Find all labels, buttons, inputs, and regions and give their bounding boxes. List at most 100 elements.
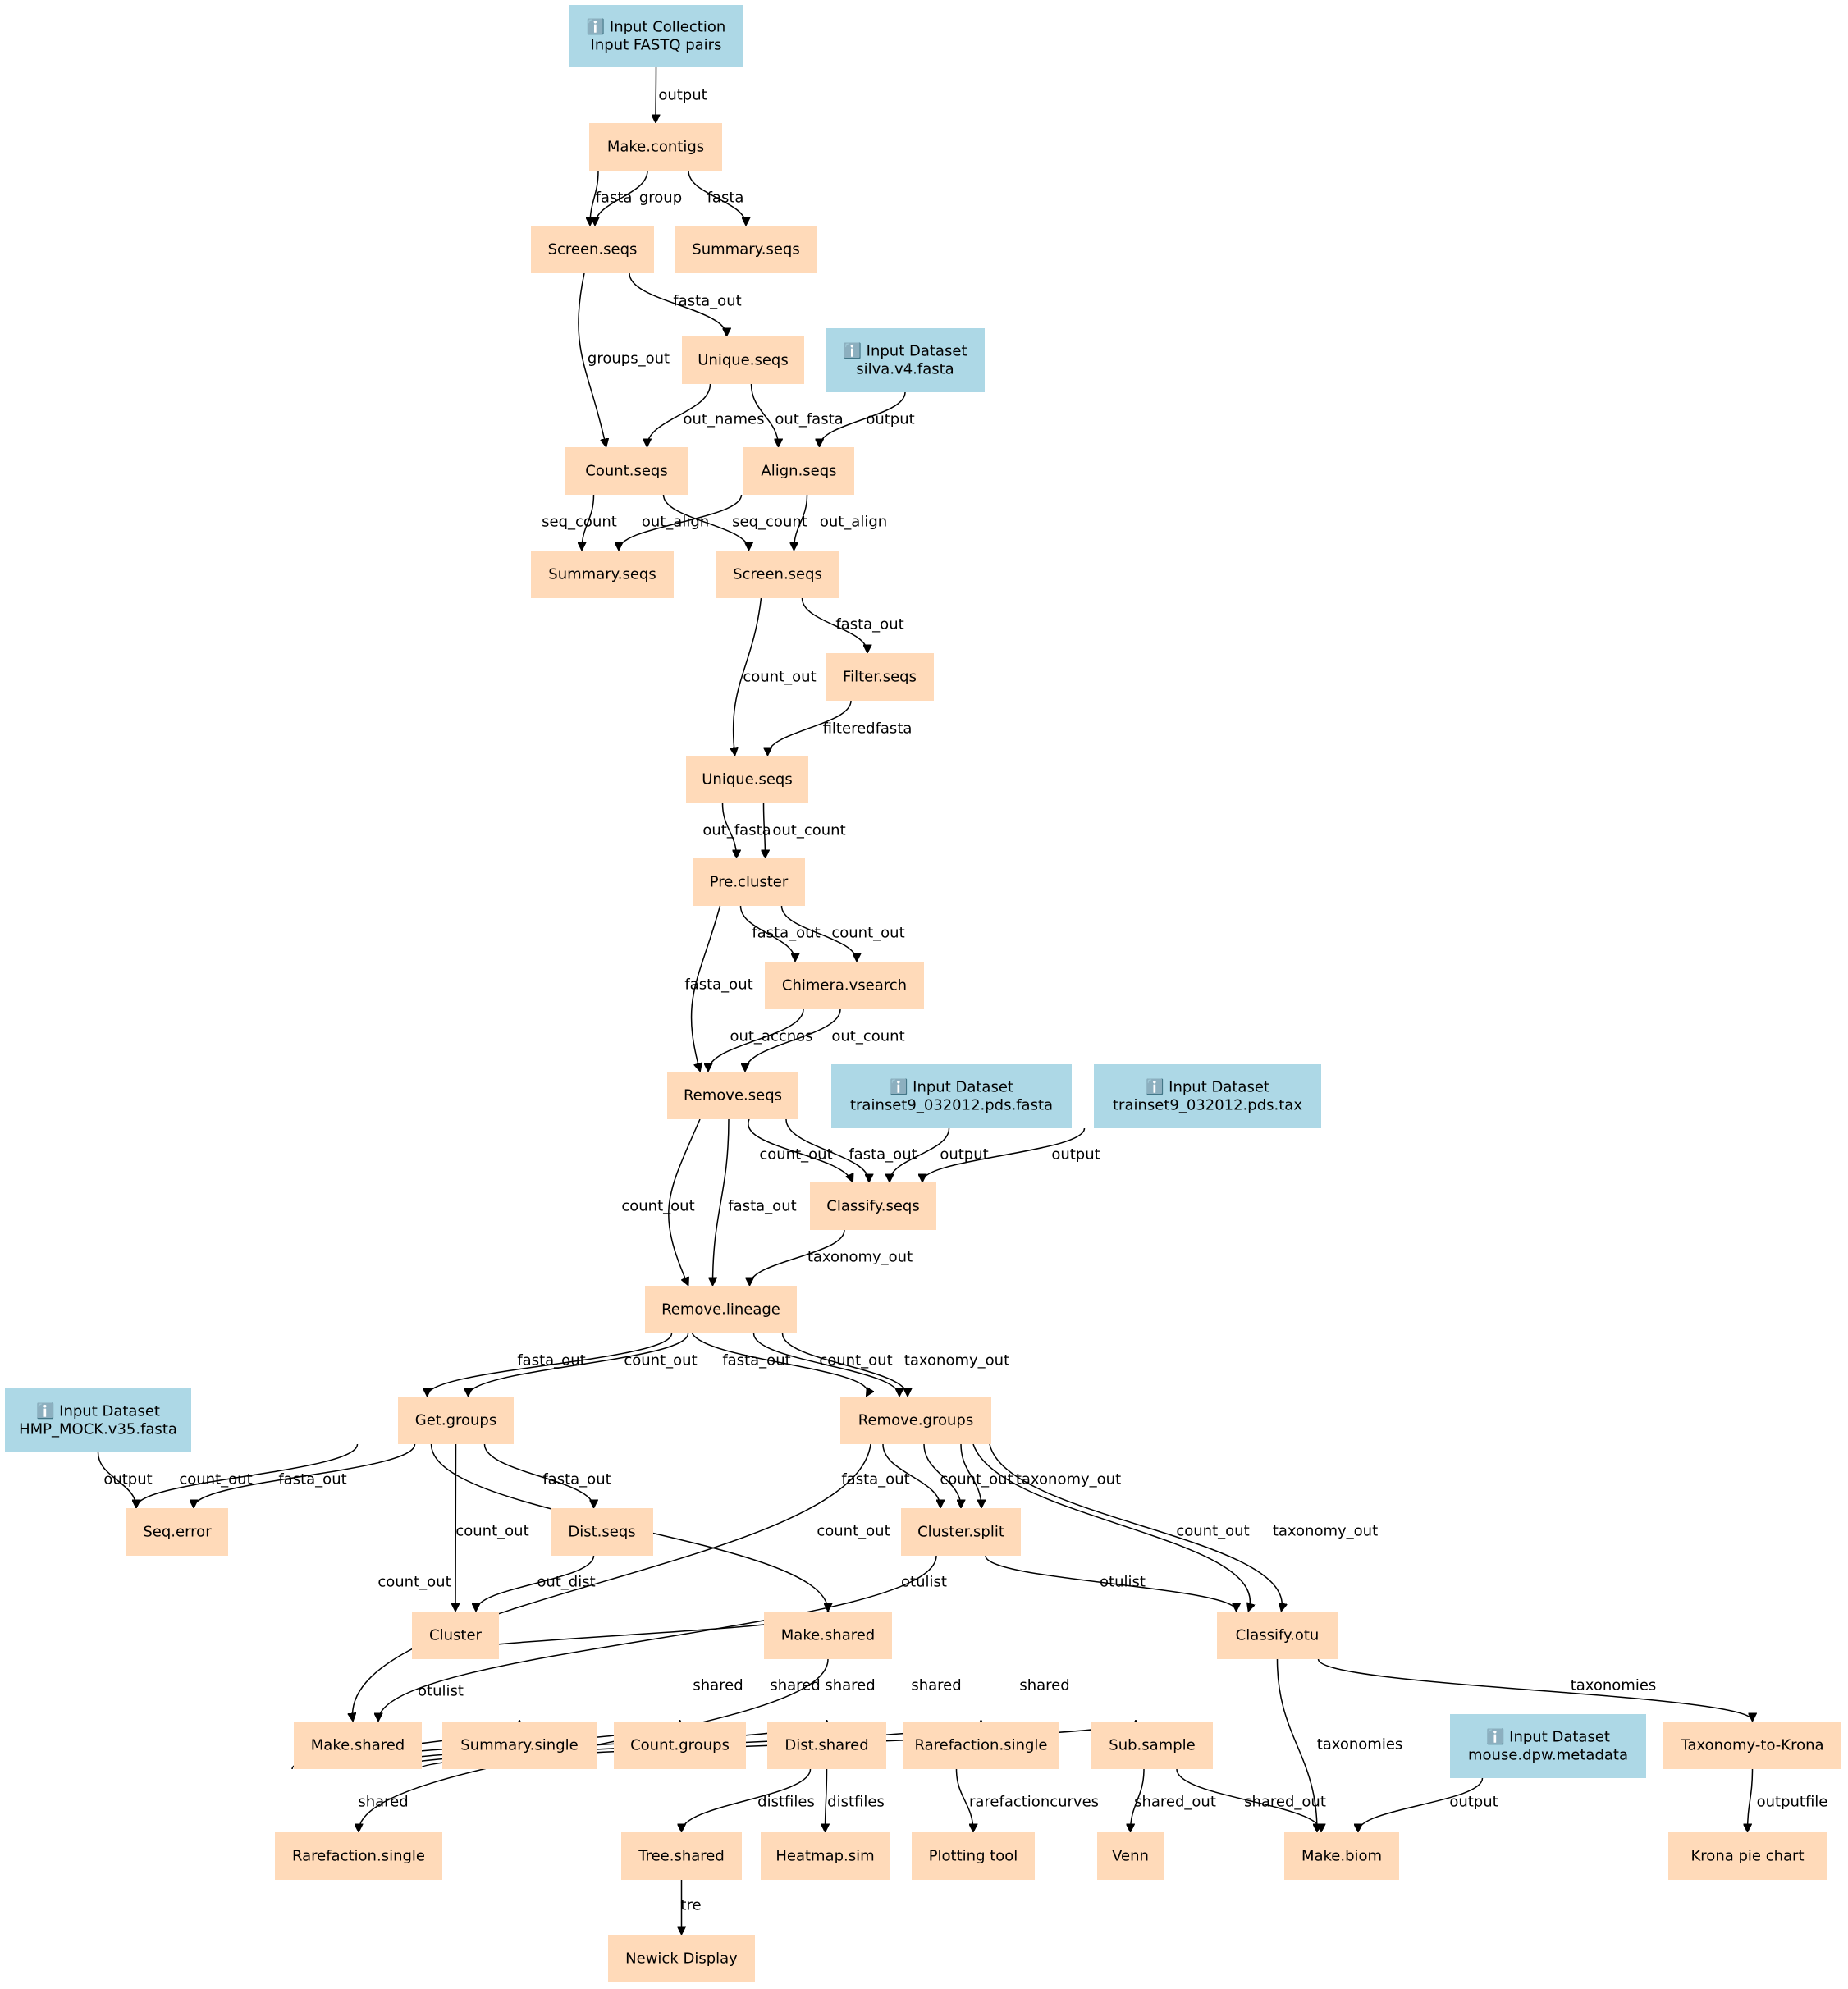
tool-node[interactable]: Filter.seqs [826, 653, 934, 701]
edge [890, 1127, 950, 1182]
tool-node[interactable]: Venn [1097, 1832, 1164, 1880]
edge [721, 802, 737, 857]
tool-node[interactable]: Get.groups [398, 1397, 514, 1444]
tool-node[interactable]: Summary.single [442, 1722, 597, 1769]
tool-node[interactable]: Screen.seqs [716, 551, 839, 598]
tool-node[interactable]: Cluster.split [901, 1508, 1021, 1556]
edge-label: out_dist [537, 1574, 595, 1591]
tool-node[interactable]: Count.groups [614, 1722, 746, 1769]
edge-label: count_out [759, 1146, 832, 1164]
tool-node[interactable]: Chimera.vsearch [765, 962, 924, 1009]
edge [1176, 1768, 1321, 1831]
edge-label: out_count [831, 1028, 904, 1045]
tool-node[interactable]: Screen.seqs [531, 226, 654, 273]
tool-node[interactable]: Pre.cluster [693, 858, 805, 906]
node-label: Make.shared [781, 1627, 875, 1644]
tool-node[interactable]: Rarefaction.single [275, 1832, 442, 1880]
node-label: ℹ️ Input Collection [587, 18, 726, 36]
tool-node[interactable]: Remove.groups [840, 1397, 991, 1444]
tool-node[interactable]: Remove.seqs [667, 1072, 798, 1119]
edge-label: fasta_out [841, 1471, 909, 1488]
tool-node[interactable]: Plotting tool [912, 1832, 1035, 1880]
edge [476, 1555, 595, 1611]
edge-label: rarefactioncurves [969, 1794, 1099, 1811]
node-label: Summary.single [460, 1737, 578, 1754]
edge [820, 391, 906, 446]
edge-label: tre [680, 1897, 701, 1914]
tool-node[interactable]: Make.shared [764, 1612, 892, 1659]
edge [136, 1443, 359, 1507]
edge [955, 1768, 974, 1831]
edge-label: fasta_out [849, 1146, 917, 1164]
tool-node[interactable]: Seq.error [126, 1508, 228, 1556]
edge-label: out_fasta [775, 411, 843, 428]
tool-node[interactable]: Cluster [412, 1612, 499, 1659]
edge [985, 1555, 1237, 1611]
tool-node[interactable]: Taxonomy-to-Krona [1663, 1722, 1841, 1769]
tool-node[interactable]: Dist.seqs [551, 1508, 653, 1556]
edge-label: taxonomy_out [1273, 1523, 1378, 1540]
tool-node[interactable]: Summary.seqs [675, 226, 817, 273]
edge-label: taxonomy_out [904, 1352, 1009, 1369]
edge [194, 1443, 416, 1507]
edge [794, 494, 808, 550]
edge-label: fasta_out [673, 293, 741, 310]
edge [826, 1768, 827, 1831]
node-label: ℹ️ Input Dataset [890, 1078, 1013, 1096]
tool-node[interactable]: Krona pie chart [1668, 1832, 1827, 1880]
tool-node[interactable]: Sub.sample [1091, 1722, 1213, 1769]
node-box [901, 1508, 1021, 1556]
edge [682, 1768, 812, 1831]
tool-node[interactable]: Unique.seqs [682, 336, 804, 384]
tool-node[interactable]: Classify.otu [1217, 1612, 1338, 1659]
tool-node[interactable]: Dist.shared [767, 1722, 886, 1769]
tool-node[interactable]: Count.seqs [565, 447, 688, 495]
edge [690, 905, 721, 1071]
node-box [398, 1397, 514, 1444]
tool-node[interactable]: Align.seqs [743, 447, 854, 495]
node-box [614, 1722, 746, 1769]
edge-label: fasta_out [278, 1471, 346, 1488]
node-sublabel: Input FASTQ pairs [591, 37, 722, 54]
tool-node[interactable]: Rarefaction.single [903, 1722, 1059, 1769]
tool-node[interactable]: Unique.seqs [686, 756, 808, 803]
edge-label: count_out [743, 669, 816, 686]
tool-node[interactable]: Heatmap.sim [761, 1832, 890, 1880]
edge-label: count_out [819, 1352, 892, 1369]
node-box [531, 551, 674, 598]
node-label: ℹ️ Input Dataset [844, 342, 967, 360]
edge-label: shared [693, 1677, 743, 1694]
tool-node[interactable]: Tree.shared [621, 1832, 742, 1880]
node-label: Krona pie chart [1691, 1848, 1805, 1865]
node-label: Summary.seqs [692, 241, 799, 258]
tool-node[interactable]: Make.contigs [589, 123, 722, 171]
edge [960, 1443, 981, 1507]
edge [578, 272, 606, 446]
node-box [1094, 1064, 1321, 1128]
node-label: Seq.error [143, 1524, 212, 1541]
tool-node[interactable]: Classify.seqs [810, 1182, 936, 1230]
tool-node[interactable]: Remove.lineage [645, 1286, 797, 1333]
node-box [1450, 1714, 1646, 1778]
tool-node[interactable]: Newick Display [608, 1935, 755, 1982]
tool-node[interactable]: Make.shared [294, 1722, 422, 1769]
node-box [810, 1182, 936, 1230]
node-label: Dist.seqs [568, 1524, 635, 1541]
node-box [826, 328, 985, 392]
node-sublabel: HMP_MOCK.v35.fasta [19, 1421, 177, 1438]
edge-label: count_out [817, 1523, 890, 1540]
edge-label: out_count [772, 822, 845, 839]
tool-node[interactable]: Make.biom [1284, 1832, 1399, 1880]
edge-label: count_out [940, 1471, 1013, 1488]
edge [785, 1118, 869, 1182]
edge [668, 1118, 701, 1285]
tool-node[interactable]: Summary.seqs [531, 551, 674, 598]
edge-label: output [1051, 1146, 1100, 1164]
input-node[interactable]: ℹ️ Input Datasettrainset9_032012.pds.fas… [831, 1064, 1072, 1128]
